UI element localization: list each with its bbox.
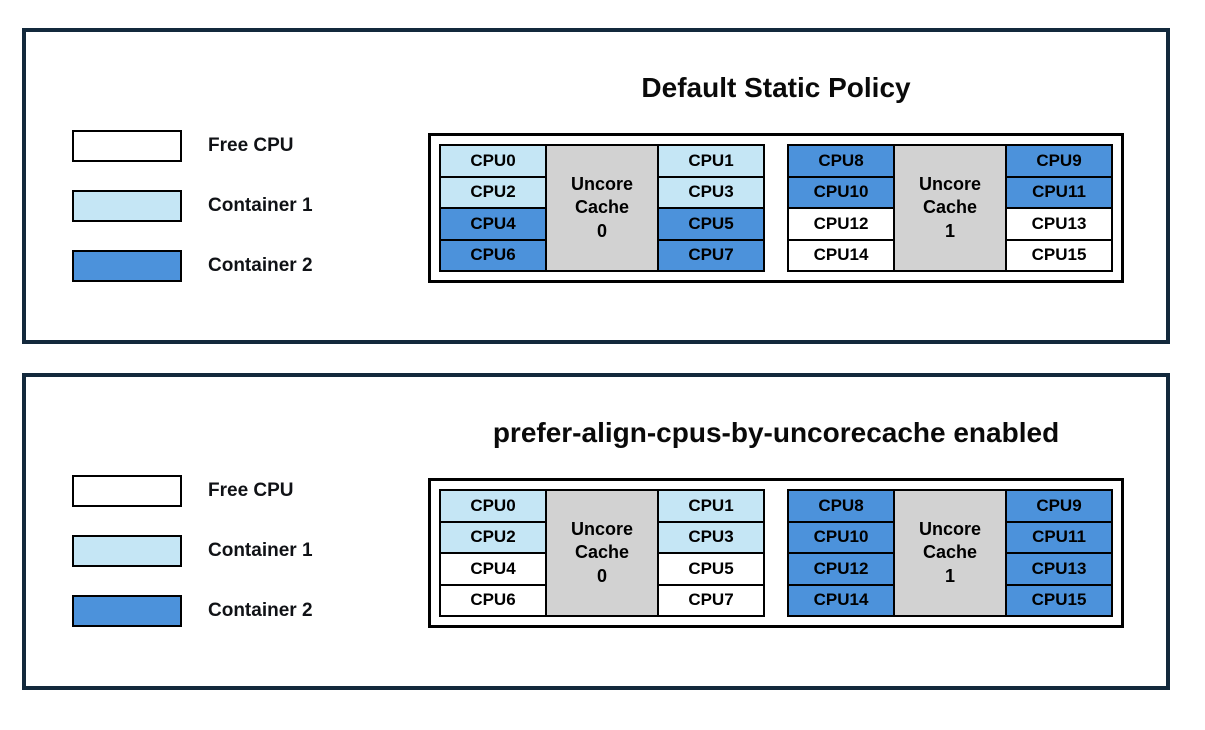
legend-swatch-free-cpu <box>72 475 182 507</box>
cpu-cell: CPU2 <box>441 522 545 552</box>
legend-swatch-free-cpu <box>72 130 182 162</box>
legend-item-container-1: Container 1 <box>72 535 313 567</box>
uncore-cache-1-group: CPU8 CPU10 CPU12 CPU14 Uncore Cache 1 CP… <box>787 489 1113 617</box>
cpu-cell: CPU15 <box>1007 240 1111 270</box>
cpu-cell: CPU8 <box>789 146 893 176</box>
legend-label: Container 2 <box>208 600 313 621</box>
cpu-cell: CPU13 <box>1007 554 1111 584</box>
uncore-cache-1-box: Uncore Cache 1 <box>895 491 1005 615</box>
legend-swatch-container-2 <box>72 595 182 627</box>
uncore-cache-label-line: Uncore <box>918 518 981 539</box>
cpu-cell: CPU2 <box>441 177 545 207</box>
legend-swatch-container-1 <box>72 535 182 567</box>
uncore-cache-label-line: Cache <box>922 197 978 218</box>
uncore-cache-label-line: Cache <box>574 542 630 563</box>
panel-title: Default Static Policy <box>641 72 911 103</box>
cpu-cell: CPU4 <box>441 209 545 239</box>
cpu-cell: CPU14 <box>789 585 893 615</box>
cpu-cell: CPU1 <box>659 146 763 176</box>
legend-item-container-2: Container 2 <box>72 595 313 627</box>
cpu-cell: CPU0 <box>441 491 545 521</box>
cpu-cell: CPU1 <box>659 491 763 521</box>
uncore-cache-0-box: Uncore Cache 0 <box>547 146 657 270</box>
cpu-cell: CPU13 <box>1007 209 1111 239</box>
cpu-cell: CPU6 <box>441 585 545 615</box>
cpu-cell: CPU10 <box>789 177 893 207</box>
uncore-cache-label-line: 1 <box>944 220 955 241</box>
cpu-cell: CPU12 <box>789 209 893 239</box>
cpu-cell: CPU5 <box>659 554 763 584</box>
uncore-cache-0-group: CPU0 CPU2 CPU4 CPU6 Uncore Cache 0 CPU1 … <box>439 144 765 272</box>
cpu-topology-diagram: CPU0 CPU2 CPU4 CPU6 Uncore Cache 0 CPU1 … <box>428 133 1124 283</box>
uncore-cache-label-line: 0 <box>596 565 607 586</box>
legend-label: Container 2 <box>208 255 313 276</box>
legend-item-free-cpu: Free CPU <box>72 130 313 162</box>
legend: Free CPU Container 1 Container 2 <box>72 475 313 655</box>
legend-swatch-container-2 <box>72 250 182 282</box>
legend: Free CPU Container 1 Container 2 <box>72 130 313 310</box>
legend-swatch-container-1 <box>72 190 182 222</box>
panel-prefer-align-cpus-by-uncorecache: prefer-align-cpus-by-uncorecache enabled… <box>22 373 1170 690</box>
uncore-cache-label-line: Uncore <box>570 518 633 539</box>
cpu-cell: CPU15 <box>1007 585 1111 615</box>
cpu-cell: CPU14 <box>789 240 893 270</box>
panel-default-static-policy: Default Static Policy Free CPU Container… <box>22 28 1170 344</box>
cpu-cell: CPU6 <box>441 240 545 270</box>
cpu-topology-diagram: CPU0 CPU2 CPU4 CPU6 Uncore Cache 0 CPU1 … <box>428 478 1124 628</box>
cpu-cell: CPU11 <box>1007 522 1111 552</box>
legend-item-container-2: Container 2 <box>72 250 313 282</box>
cpu-cell: CPU4 <box>441 554 545 584</box>
cpu-cell: CPU8 <box>789 491 893 521</box>
uncore-cache-1-box: Uncore Cache 1 <box>895 146 1005 270</box>
cpu-cell: CPU9 <box>1007 146 1111 176</box>
uncore-cache-0-box: Uncore Cache 0 <box>547 491 657 615</box>
uncore-cache-label-line: 1 <box>944 565 955 586</box>
legend-label: Container 1 <box>208 195 313 216</box>
uncore-cache-label-line: Uncore <box>918 173 981 194</box>
panel-title: prefer-align-cpus-by-uncorecache enabled <box>492 417 1060 448</box>
legend-label: Free CPU <box>208 135 294 156</box>
cpu-cell: CPU9 <box>1007 491 1111 521</box>
legend-label: Free CPU <box>208 480 294 501</box>
cpu-cell: CPU3 <box>659 177 763 207</box>
cpu-cell: CPU7 <box>659 240 763 270</box>
cpu-cell: CPU7 <box>659 585 763 615</box>
uncore-cache-1-group: CPU8 CPU10 CPU12 CPU14 Uncore Cache 1 CP… <box>787 144 1113 272</box>
uncore-cache-label-line: Cache <box>574 197 630 218</box>
cpu-cell: CPU3 <box>659 522 763 552</box>
uncore-cache-label-line: 0 <box>596 220 607 241</box>
legend-label: Container 1 <box>208 540 313 561</box>
uncore-cache-label-line: Uncore <box>570 173 633 194</box>
uncore-cache-0-group: CPU0 CPU2 CPU4 CPU6 Uncore Cache 0 CPU1 … <box>439 489 765 617</box>
legend-item-free-cpu: Free CPU <box>72 475 313 507</box>
cpu-cell: CPU0 <box>441 146 545 176</box>
cpu-cell: CPU5 <box>659 209 763 239</box>
cpu-cell: CPU10 <box>789 522 893 552</box>
uncore-cache-label-line: Cache <box>922 542 978 563</box>
cpu-cell: CPU12 <box>789 554 893 584</box>
legend-item-container-1: Container 1 <box>72 190 313 222</box>
cpu-cell: CPU11 <box>1007 177 1111 207</box>
